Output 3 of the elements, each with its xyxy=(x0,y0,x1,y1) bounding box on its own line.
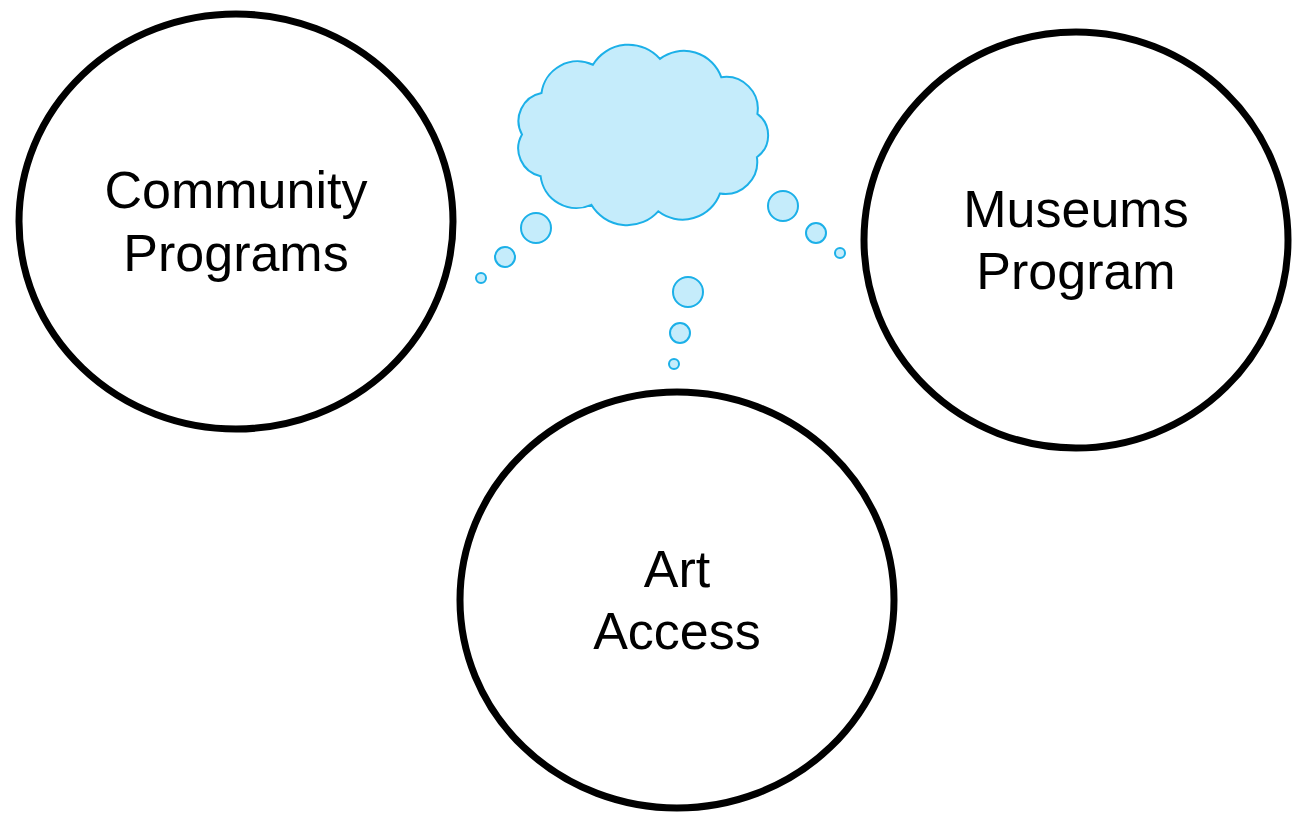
node-label: Museums Program xyxy=(962,178,1190,302)
node-label: Community Programs xyxy=(103,160,369,284)
node-label: Art Access xyxy=(592,538,762,662)
